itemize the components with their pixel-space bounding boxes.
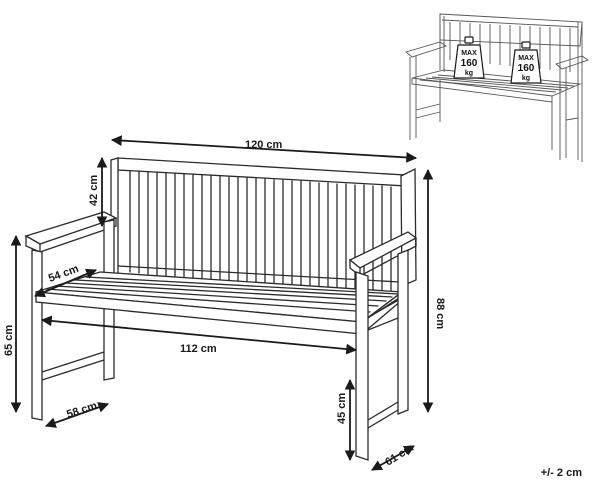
weight-left: MAX 160 kg — [453, 36, 485, 79]
front-leg-right — [355, 271, 369, 461]
weight-left-line2: 160 — [461, 58, 478, 69]
label-frame-depth: 58 cm — [65, 400, 99, 421]
dimension-labels: 120 cm 42 cm 88 cm 65 cm 54 cm 112 cm 45… — [3, 139, 446, 469]
dim-line-frame-depth — [44, 402, 110, 428]
label-armrest-height: 65 cm — [3, 325, 15, 356]
weight-right-line2: 160 — [518, 63, 535, 74]
dim-line-seat-depth — [34, 268, 97, 298]
load-capacity-illustration — [405, 13, 590, 162]
weight-right-line1: MAX — [518, 55, 534, 62]
weight-left-line1: MAX — [461, 50, 477, 57]
weight-left-line3: kg — [465, 70, 473, 77]
back-leg-right — [397, 249, 409, 415]
backrest-top-rail — [117, 157, 408, 187]
label-backrest-height: 42 cm — [88, 175, 100, 206]
seat-slats — [45, 276, 399, 313]
weight-right: MAX 160 kg — [510, 41, 542, 84]
dim-line-width-top — [110, 135, 418, 163]
weight-right-line3: kg — [522, 75, 530, 82]
dim-line-seat-width — [40, 315, 358, 355]
front-leg-left — [31, 249, 43, 421]
tolerance-note: +/- 2 cm — [540, 467, 582, 479]
label-width-top: 120 cm — [245, 139, 283, 151]
label-total-depth: 61 cm — [383, 442, 416, 469]
dimension-lines — [10, 135, 434, 471]
dim-line-total-depth — [371, 445, 415, 471]
label-total-height: 88 cm — [434, 298, 446, 329]
backrest-slats — [129, 170, 392, 302]
label-seat-width: 112 cm — [180, 343, 217, 355]
label-seat-height: 45 cm — [336, 393, 348, 424]
